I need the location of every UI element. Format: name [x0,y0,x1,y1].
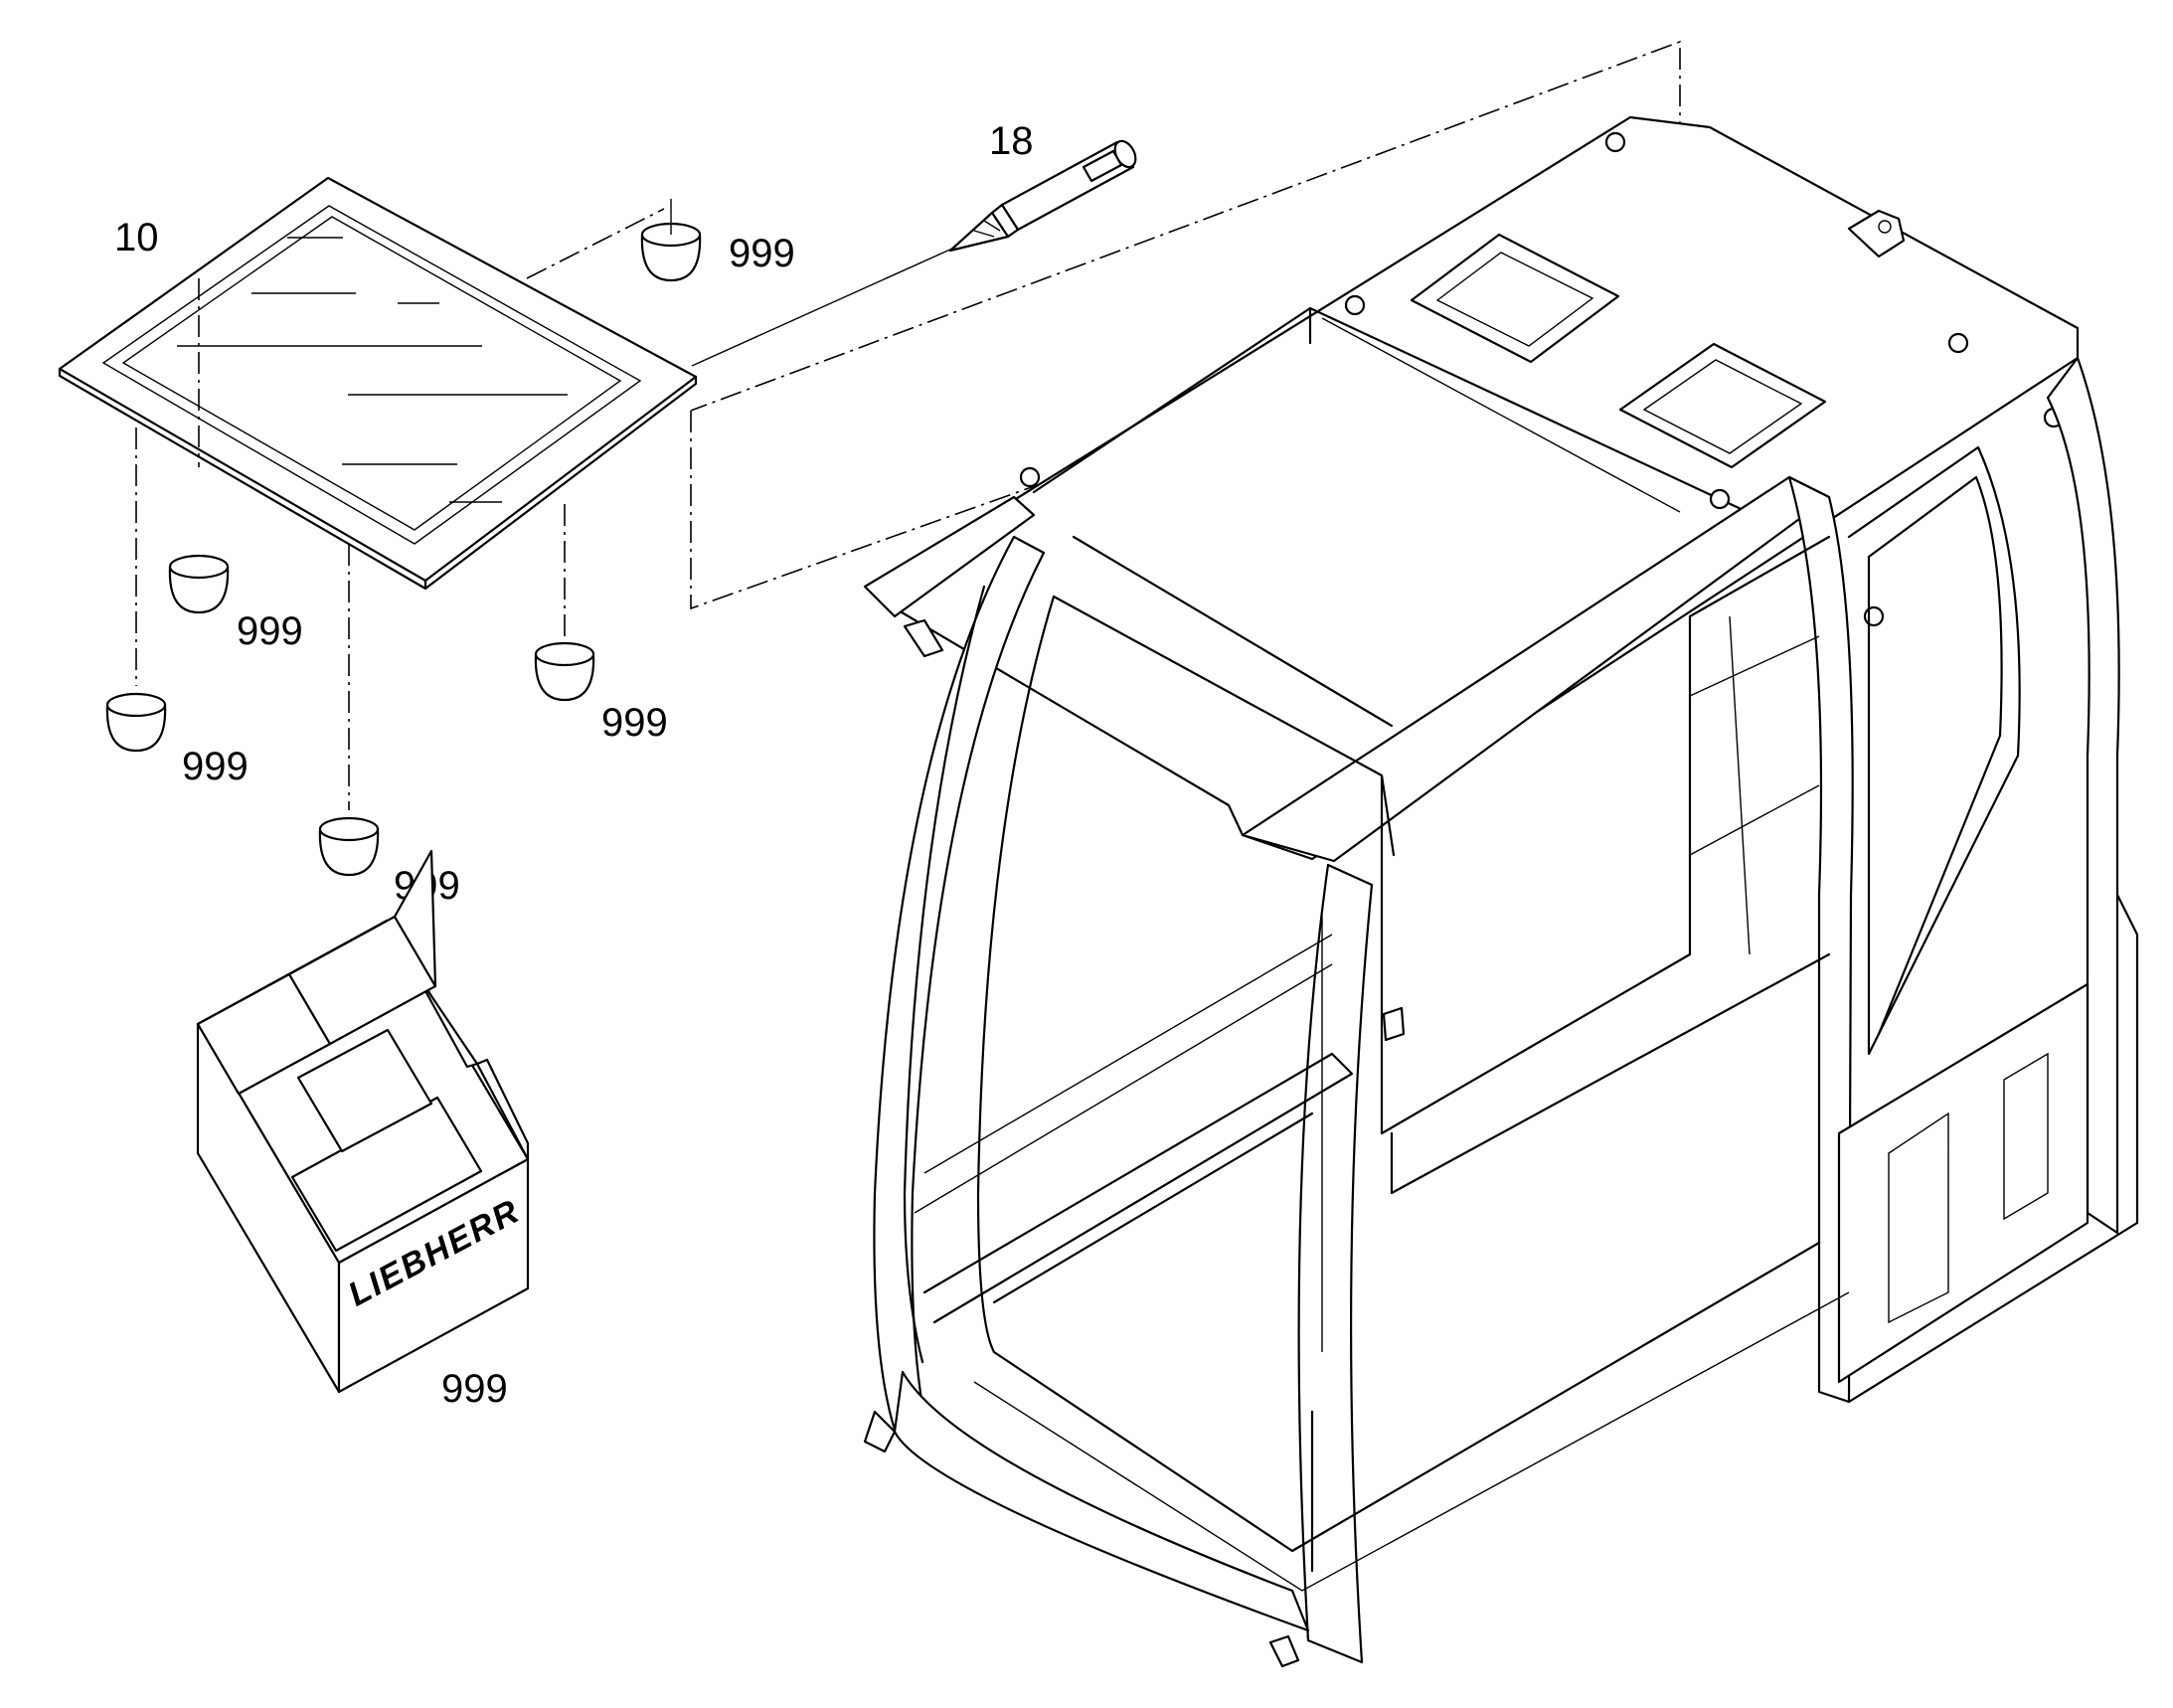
leader-cartridge [691,248,953,367]
cap-left-mid [168,554,230,614]
leader-lines [135,40,1681,810]
callout-box: 999 [441,1367,508,1411]
cap-left-low [105,692,167,753]
callout-cap-left-low: 999 [182,745,249,788]
roof-hatch-rear [1618,342,1827,469]
sealant-cartridge [948,139,1137,253]
callout-cap-right: 999 [601,701,668,745]
roof-hatch-front [1410,233,1620,364]
callout-cap-left-mid: 999 [237,609,303,653]
cap-top [640,199,702,282]
callout-sealant-cartridge: 18 [989,119,1034,163]
callout-cap-top: 999 [729,232,795,275]
callout-glass-pane: 10 [114,216,159,259]
cap-right [534,641,595,702]
cap-center-low [318,816,380,877]
cab-frame [863,115,2139,1668]
cardboard-box [196,849,530,1394]
glass-pane [58,176,698,591]
